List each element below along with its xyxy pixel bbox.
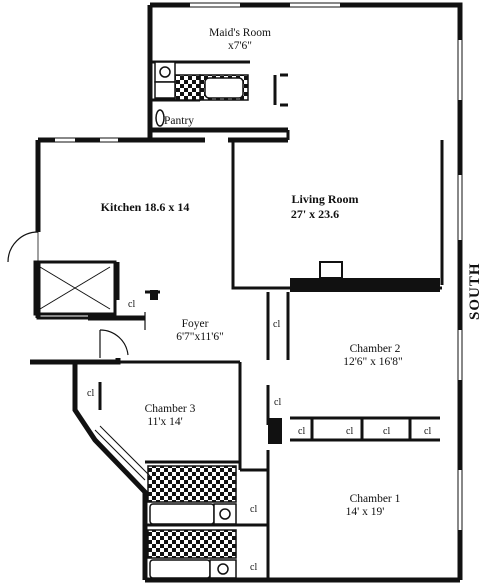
doors — [7, 231, 146, 358]
hall-lines — [94, 425, 151, 481]
closet-label: cl — [346, 426, 354, 437]
windows — [55, 3, 462, 530]
living-room-dims: 27' x 23.6 — [290, 207, 340, 221]
closet-label: cl — [273, 319, 281, 330]
chamber-3-name: Chamber 3 — [144, 403, 196, 415]
closet-label: cl — [383, 426, 391, 437]
closet-label: cl — [250, 504, 258, 515]
window-mullions — [190, 2, 463, 530]
closet-label: cl — [128, 299, 136, 310]
bathrooms — [145, 465, 240, 579]
foyer-name: Foyer — [181, 318, 209, 330]
maids-room-name: Maid's Room — [209, 27, 271, 39]
maids-room-dims: x7'6" — [227, 40, 253, 52]
foyer-dims: 6'7"x11'6" — [176, 331, 224, 343]
chamber-3-dims: 11'x 14' — [147, 416, 183, 428]
chamber-1-name: Chamber 1 — [349, 493, 401, 505]
chamber-2-name: Chamber 2 — [349, 343, 401, 355]
thick-walls — [150, 261, 440, 444]
closet-label: cl — [424, 426, 432, 437]
kitchen-name: Kitchen 18.6 x 14 — [100, 200, 190, 214]
closet-label: cl — [274, 397, 282, 408]
closet-label: cl — [250, 562, 258, 573]
closet-label: cl — [87, 388, 95, 399]
chamber-1-dims: 14' x 19' — [345, 506, 385, 518]
chamber-2-dims: 12'6" x 16'8" — [343, 356, 403, 368]
orientation-label: SOUTH — [467, 262, 483, 320]
pantry-name: Pantry — [164, 115, 195, 127]
living-room-name: Living Room — [291, 192, 359, 206]
maids-bath — [154, 61, 249, 127]
closet-label: cl — [298, 426, 306, 437]
